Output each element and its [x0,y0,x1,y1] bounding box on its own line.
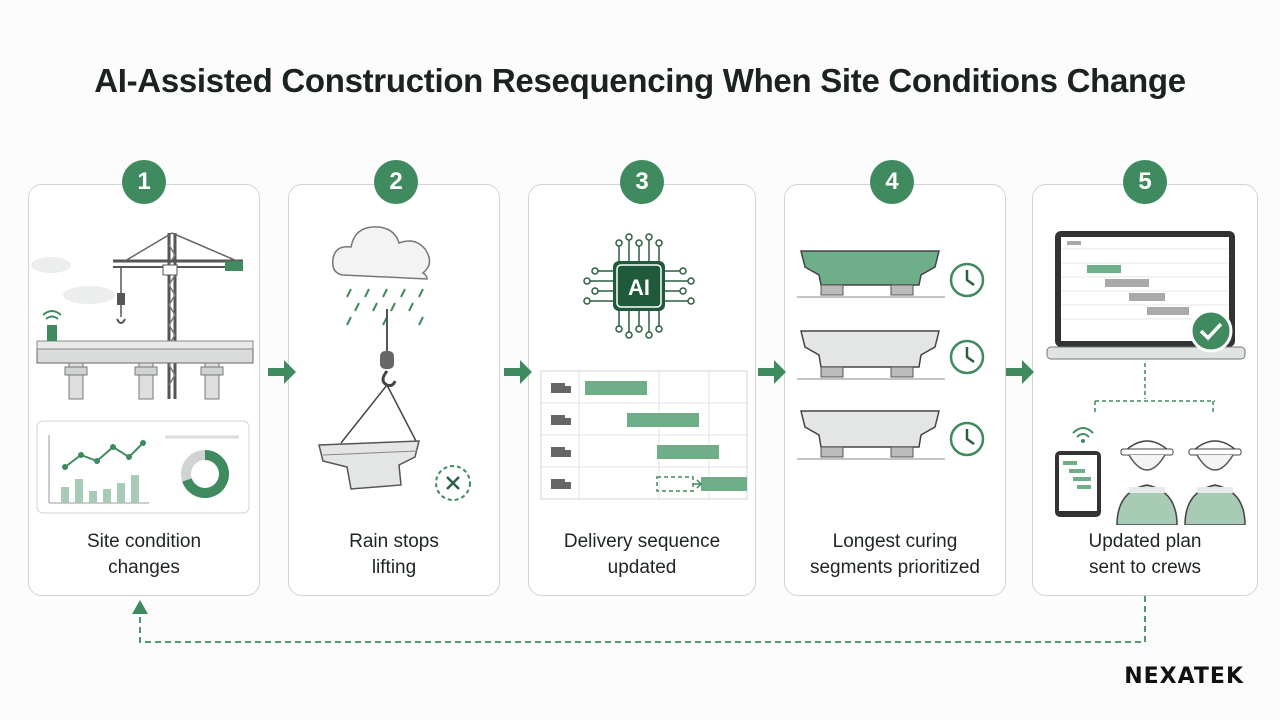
ai-chip-label: AI [628,275,650,300]
ai-chip-icon: AI [540,233,748,500]
arrow-right-icon [758,360,786,384]
crane-bridge-icon [31,232,254,514]
arrow-right-icon [268,360,296,384]
rain-lift-icon [318,226,471,501]
arrow-right-icon [1006,360,1034,384]
beam-clock-icon [797,250,985,460]
step-badge-1: 1 [122,160,166,204]
step-badge-3: 3 [620,160,664,204]
brand-logo: NEXATEK [1124,664,1244,689]
step-badge-2: 2 [374,160,418,204]
page-title: AI-Assisted Construction Resequencing Wh… [94,62,1186,99]
laptop-crew-icon [1046,231,1246,525]
step-badge-4: 4 [870,160,914,204]
step-badge-5: 5 [1123,160,1167,204]
arrow-right-icon [504,360,532,384]
